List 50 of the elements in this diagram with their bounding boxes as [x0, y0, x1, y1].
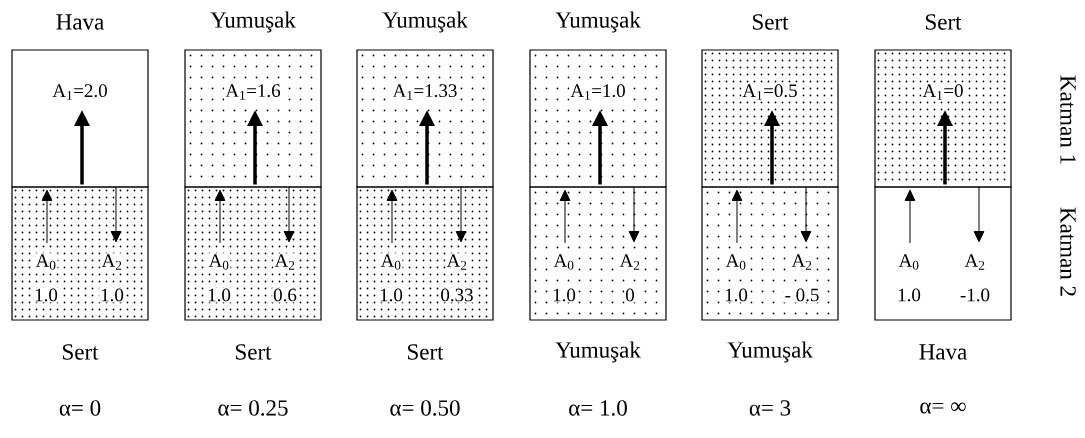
amplitude-label: A$_{1}$=0 — [921, 83, 965, 101]
layer-name: Sert — [753, 14, 789, 30]
amplitude-value: 0.6 — [272, 287, 298, 303]
amplitude-value: 1.0 — [33, 287, 59, 303]
alpha-label: α= 3 — [749, 400, 791, 416]
layer-name: Yumuşak — [555, 11, 641, 33]
layer-name: Yumuşak — [210, 11, 296, 33]
layer-name: Sert — [236, 344, 272, 360]
amplitude-value: 1.0 — [206, 287, 232, 303]
amplitude-label: A$_{2}$ — [445, 253, 469, 271]
layer-name: Yumuşak — [727, 341, 813, 363]
amplitude-label: A$_{2}$ — [790, 253, 814, 271]
amplitude-value: 0.33 — [439, 287, 475, 303]
amplitude-value: 1.0 — [378, 287, 404, 303]
alpha-label: α= 0.50 — [390, 400, 460, 416]
alpha-label: α= 0 — [59, 400, 101, 416]
amplitude-label: A$_{1}$=2.0 — [51, 83, 109, 101]
layer-name: Sert — [408, 344, 444, 360]
amplitude-label: A$_{0}$ — [207, 253, 231, 271]
layer-label: Katman 2 — [1060, 207, 1076, 296]
amplitude-label: A$_{0}$ — [552, 253, 576, 271]
amplitude-label: A$_{2}$ — [963, 253, 987, 271]
amplitude-label: A$_{1}$=1.0 — [569, 83, 627, 101]
amplitude-label: A$_{0}$ — [379, 253, 403, 271]
layer-name: Sert — [926, 14, 962, 30]
amplitude-label: A$_{0}$ — [897, 253, 921, 271]
layer-name: Hava — [56, 14, 104, 30]
amplitude-label: A$_{1}$=1.6 — [224, 83, 282, 101]
amplitude-label: A$_{2}$ — [273, 253, 297, 271]
amplitude-value: 1.0 — [896, 287, 922, 303]
amplitude-value: 1.0 — [551, 287, 577, 303]
amplitude-label: A$_{2}$ — [100, 253, 124, 271]
layer-name: Hava — [919, 344, 967, 360]
amplitude-label: A$_{1}$=1.33 — [391, 83, 459, 101]
amplitude-value: - 0.5 — [783, 287, 821, 303]
alpha-label: α= 1.0 — [569, 400, 627, 416]
amplitude-label: A$_{1}$=0.5 — [741, 83, 799, 101]
layer-name: Yumuşak — [555, 341, 641, 363]
amplitude-label: A$_{0}$ — [724, 253, 748, 271]
alpha-label: α= 0.25 — [218, 400, 288, 416]
amplitude-label: A$_{0}$ — [34, 253, 58, 271]
amplitude-label: A$_{2}$ — [618, 253, 642, 271]
layer-label: Katman 1 — [1060, 75, 1076, 164]
amplitude-value: 0 — [624, 287, 636, 303]
layer-name: Sert — [63, 344, 99, 360]
layer-name: Yumuşak — [382, 11, 468, 33]
alpha-label: α= ∞ — [920, 402, 966, 414]
amplitude-value: 1.0 — [99, 287, 125, 303]
amplitude-value: -1.0 — [958, 287, 992, 303]
amplitude-value: 1.0 — [723, 287, 749, 303]
